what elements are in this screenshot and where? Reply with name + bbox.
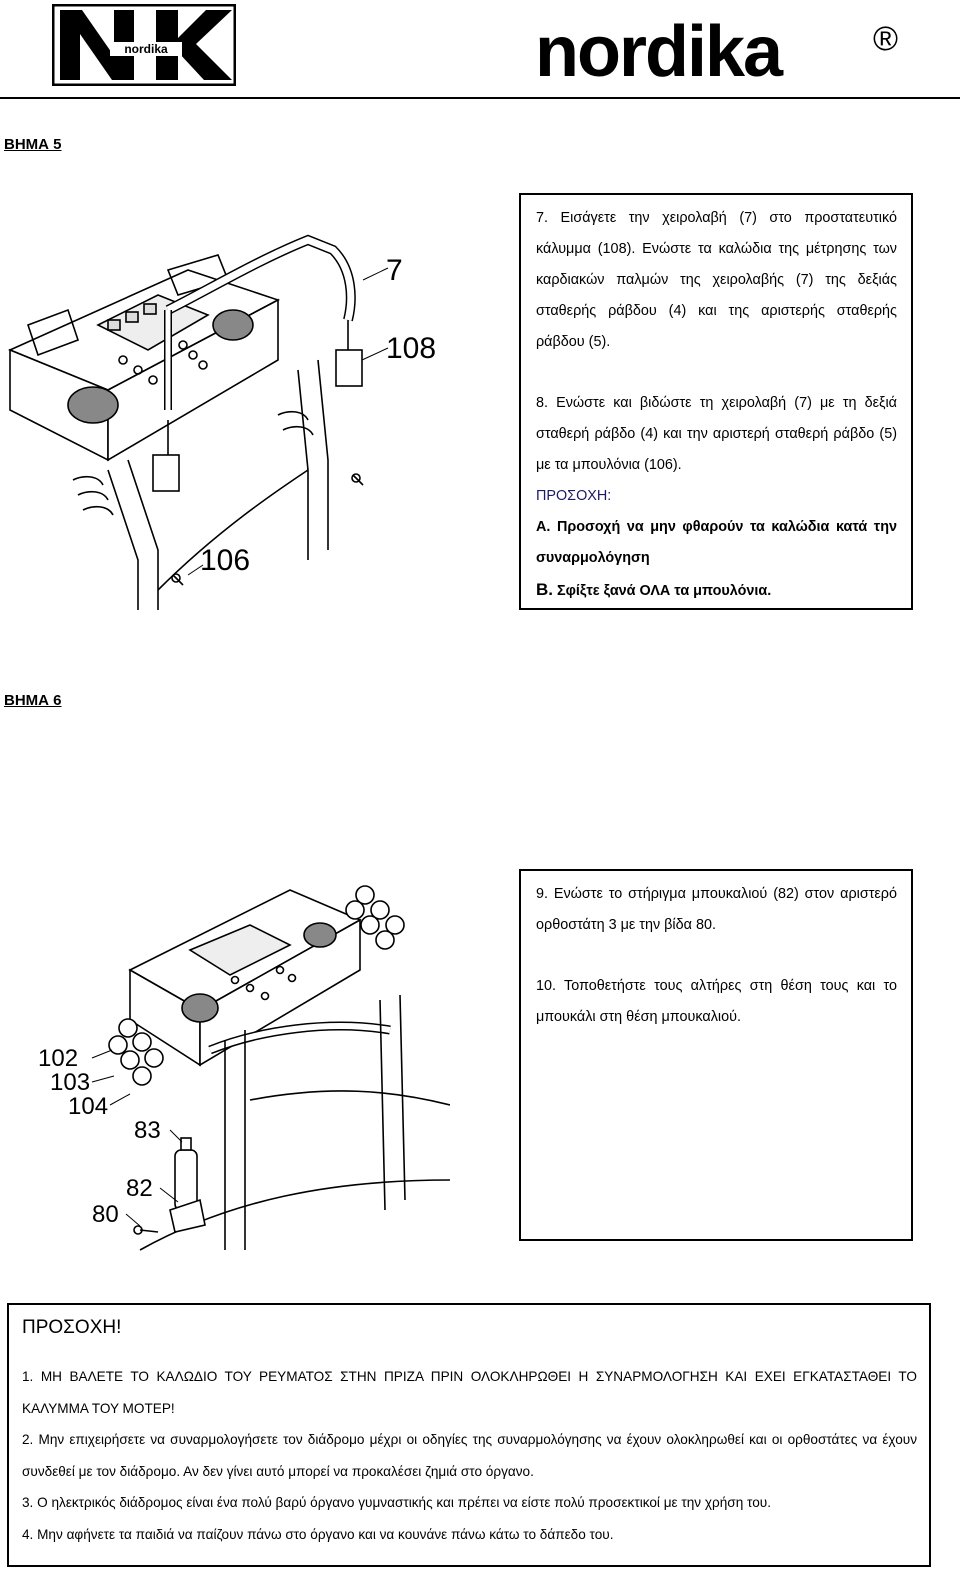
step6-paragraph-9: 9. Ενώστε το στήριγμα μπουκαλιού (82) στ… [536,886,897,933]
warning-box: ΠΡΟΣΟΧΗ! 1. ΜΗ ΒΑΛΕΤΕ ΤΟ ΚΑΛΩΔΙΟ ΤΟΥ ΡΕΥ… [7,1303,931,1567]
callout-82: 82 [126,1175,153,1202]
callout-104: 104 [68,1093,108,1120]
step5-caution-a: Α. Προσοχή να μην φθαρούν τα καλώδια κατ… [536,519,897,566]
step5-illustration: 7 108 106 [7,230,508,610]
callout-7: 7 [386,254,403,287]
step5-title: ΒΗΜΑ 5 [4,136,62,153]
warning-item-2: 2. Μην επιχειρήσετε να συναρμολογήσετε τ… [22,1432,917,1479]
callout-103: 103 [50,1069,90,1096]
step6-paragraph-10: 10. Τοποθετήστε τους αλτήρες στη θέση το… [536,978,897,1025]
warning-title: ΠΡΟΣΟΧΗ! [22,1317,122,1338]
step5-caution-b: Σφίξτε ξανά ΟΛΑ τα μπουλόνια. [557,583,772,599]
warning-item-4: 4. Μην αφήνετε τα παιδιά να παίζουν πάνω… [22,1526,614,1542]
warning-item-1: 1. ΜΗ ΒΑΛΕΤΕ ΤΟ ΚΑΛΩΔΙΟ ΤΟΥ ΡΕΥΜΑΤΟΣ ΣΤΗ… [22,1369,917,1416]
step5-caution-label: ΠΡΟΣΟΧΗ: [536,488,612,504]
step5-paragraph-7: 7. Εισάγετε την χειρολαβή (7) στο προστα… [536,210,897,350]
callout-108: 108 [386,332,436,365]
callout-83: 83 [134,1117,161,1144]
header-divider [0,97,960,99]
logo-small-text: nordika [124,42,168,56]
callout-102: 102 [38,1045,78,1072]
step6-title: ΒΗΜΑ 6 [4,692,62,709]
step5-caution-b-letter: Β. [536,580,553,599]
nordika-nk-logo: nordika [51,3,237,87]
callout-106: 106 [200,544,250,577]
step6-illustration: 102 103 104 83 82 80 [30,880,451,1260]
registered-mark: ® [873,20,898,58]
step5-paragraph-8: 8. Ενώστε και βιδώστε τη χειρολαβή (7) μ… [536,395,897,473]
step6-instructions-box: 9. Ενώστε το στήριγμα μπουκαλιού (82) στ… [519,869,913,1241]
nordika-wordmark: nordika ® [535,10,925,92]
logo-big-text: nordika [535,12,784,86]
callout-80: 80 [92,1201,119,1228]
warning-item-3: 3. Ο ηλεκτρικός διάδρομος είναι ένα πολύ… [22,1495,771,1510]
step5-caution-b-line: Β. Σφίξτε ξανά ΟΛΑ τα μπουλόνια. [536,574,897,607]
step5-instructions-box: 7. Εισάγετε την χειρολαβή (7) στο προστα… [519,193,913,610]
